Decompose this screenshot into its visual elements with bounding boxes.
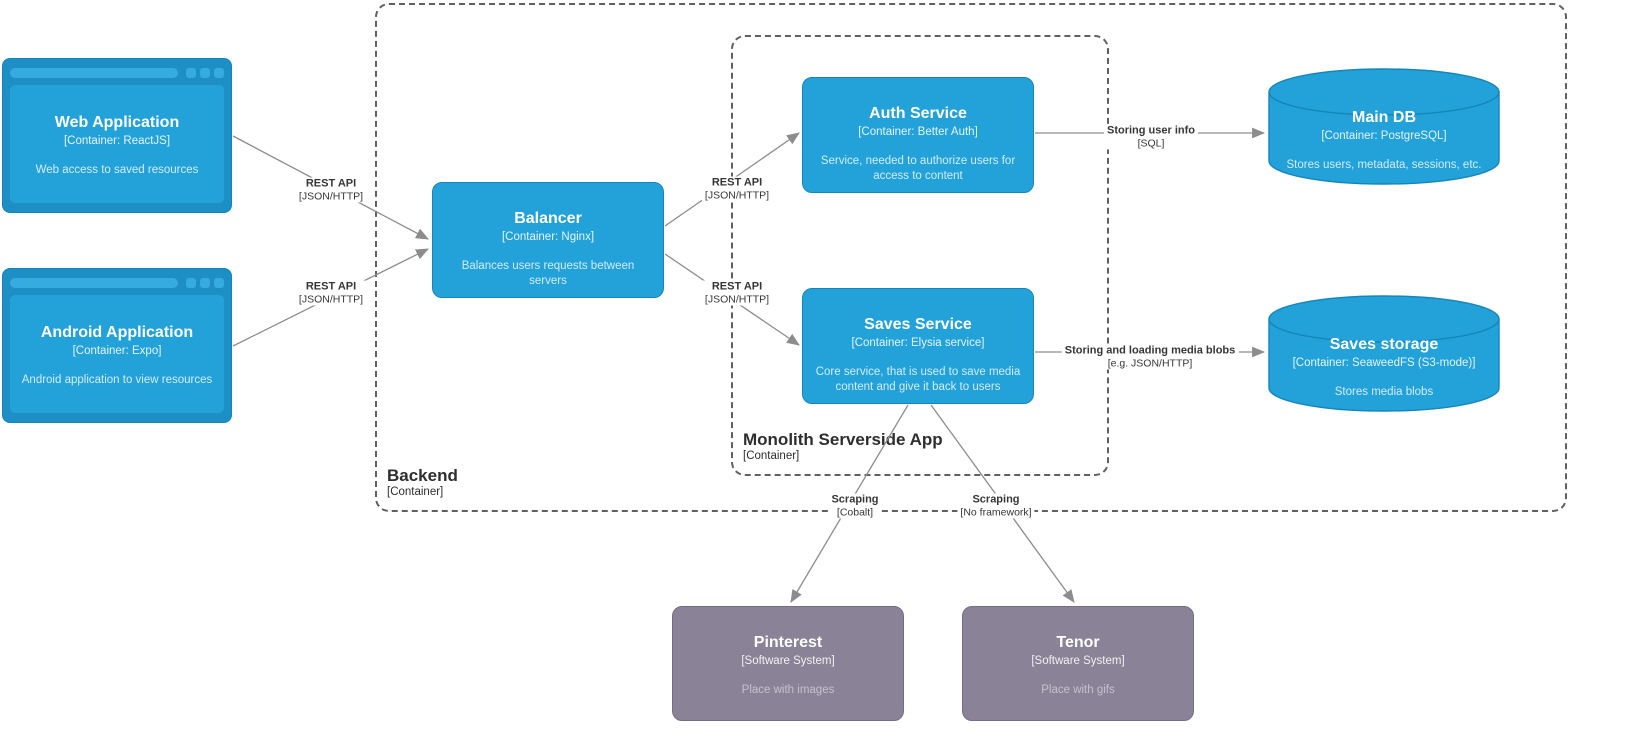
node-subtitle: [Container: ReactJS] xyxy=(63,135,171,148)
node-description: Core service, that is used to save media… xyxy=(815,366,1021,394)
node-description: Stores media blobs xyxy=(1334,386,1434,399)
edge-label-saves-to-tenor: Scraping [No framework] xyxy=(957,493,1035,519)
node-title: Auth Service xyxy=(869,105,967,122)
edge-label-saves-to-storage: Storing and loading media blobs [e.g. JS… xyxy=(1061,344,1239,370)
edge-label-auth-to-maindb: Storing user info [SQL] xyxy=(1104,124,1198,150)
node-title: Pinterest xyxy=(753,634,823,651)
node-web-application: Web Application [Container: ReactJS] Web… xyxy=(2,58,232,213)
browser-chrome xyxy=(10,275,224,291)
node-subtitle: [Container: Nginx] xyxy=(501,231,595,244)
node-title: Balancer xyxy=(514,210,582,227)
group-backend-subtitle: [Container] xyxy=(387,486,444,499)
group-monolith-title: Monolith Serverside App xyxy=(743,429,943,449)
node-android-application: Android Application [Container: Expo] An… xyxy=(2,268,232,423)
node-balancer: Balancer [Container: Nginx] Balances use… xyxy=(432,182,664,298)
group-monolith-label: Monolith Serverside App [Container] xyxy=(743,430,943,464)
browser-buttons-icon xyxy=(186,68,224,78)
node-description: Place with gifs xyxy=(1041,684,1115,697)
edge-label-balancer-to-saves: REST API [JSON/HTTP] xyxy=(701,280,773,306)
node-title: Tenor xyxy=(1056,634,1100,651)
database-cylinder-icon xyxy=(1268,68,1500,185)
node-subtitle: [Software System] xyxy=(1031,655,1125,668)
database-cylinder-icon xyxy=(1268,295,1500,412)
browser-chrome xyxy=(10,65,224,81)
node-description: Android application to view resources xyxy=(21,374,213,387)
node-subtitle: [Container: Expo] xyxy=(72,345,162,358)
node-title: Saves storage xyxy=(1329,336,1439,353)
address-bar-icon xyxy=(10,68,178,78)
edge-label-android-to-balancer: REST API [JSON/HTTP] xyxy=(295,280,367,306)
node-description: Place with images xyxy=(741,684,835,697)
group-monolith-subtitle: [Container] xyxy=(743,450,800,463)
group-backend-label: Backend [Container] xyxy=(387,466,458,500)
node-subtitle: [Container: Better Auth] xyxy=(858,126,978,139)
node-pinterest: Pinterest [Software System] Place with i… xyxy=(672,606,904,721)
node-description: Service, needed to authorize users for a… xyxy=(820,155,1016,183)
node-tenor: Tenor [Software System] Place with gifs xyxy=(962,606,1194,721)
node-description: Web access to saved resources xyxy=(35,164,199,177)
node-saves-service: Saves Service [Container: Elysia service… xyxy=(802,288,1034,404)
node-subtitle: [Software System] xyxy=(741,655,835,668)
edge-label-saves-to-pinterest: Scraping [Cobalt] xyxy=(828,493,882,519)
node-title: Saves Service xyxy=(864,316,972,333)
node-title: Web Application xyxy=(54,114,180,131)
edge-label-balancer-to-auth: REST API [JSON/HTTP] xyxy=(701,176,773,202)
node-saves-storage: Saves storage [Container: SeaweedFS (S3-… xyxy=(1268,295,1500,413)
address-bar-icon xyxy=(10,278,178,288)
node-auth-service: Auth Service [Container: Better Auth] Se… xyxy=(802,77,1034,193)
node-description: Stores users, metadata, sessions, etc. xyxy=(1286,159,1482,172)
node-title: Android Application xyxy=(40,324,194,341)
node-subtitle: [Container: Elysia service] xyxy=(851,337,985,350)
browser-buttons-icon xyxy=(186,278,224,288)
node-title: Main DB xyxy=(1352,109,1416,126)
node-description: Balances users requests between servers xyxy=(461,260,635,288)
group-backend-title: Backend xyxy=(387,465,458,485)
node-subtitle: [Container: PostgreSQL] xyxy=(1321,130,1447,143)
edge-label-web-to-balancer: REST API [JSON/HTTP] xyxy=(295,177,367,203)
node-subtitle: [Container: SeaweedFS (S3-mode)] xyxy=(1292,357,1476,370)
group-monolith-serverside-app: Monolith Serverside App [Container] xyxy=(731,35,1109,476)
node-main-db: Main DB [Container: PostgreSQL] Stores u… xyxy=(1268,68,1500,186)
